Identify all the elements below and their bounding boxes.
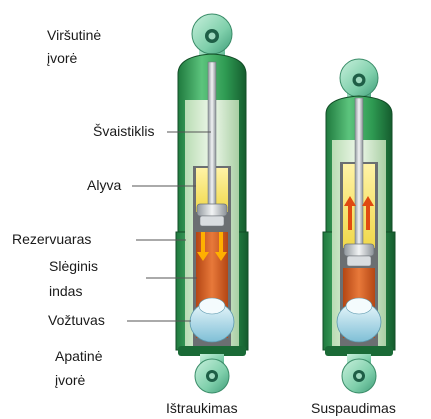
shock-compression xyxy=(323,59,395,393)
shock-extension xyxy=(176,14,248,393)
label-lower-bushing-line1: Apatinė xyxy=(55,348,102,365)
lower-bushing-left xyxy=(195,354,229,393)
upper-bushing-right xyxy=(340,59,378,100)
label-pressure-tube-line2: indas xyxy=(49,283,82,300)
label-piston-rod: Švaistiklis xyxy=(93,123,154,140)
label-upper-bushing-line1: Viršutinė xyxy=(47,27,101,44)
piston-rod-right xyxy=(355,98,363,248)
piston-rod-left xyxy=(208,62,216,212)
piston-right xyxy=(344,244,374,266)
lower-bushing-right xyxy=(342,354,376,393)
caption-extension: Ištraukimas xyxy=(166,400,238,416)
label-upper-bushing-line2: įvorė xyxy=(47,50,77,67)
caption-compression: Suspaudimas xyxy=(311,400,396,416)
label-reservoir: Rezervuaras xyxy=(12,231,91,248)
label-pressure-tube-line1: Slėginis xyxy=(49,258,98,275)
piston-left xyxy=(197,204,227,226)
label-lower-bushing-line2: įvorė xyxy=(55,372,85,389)
label-oil: Alyva xyxy=(87,177,121,194)
label-valve: Vožtuvas xyxy=(48,312,105,329)
